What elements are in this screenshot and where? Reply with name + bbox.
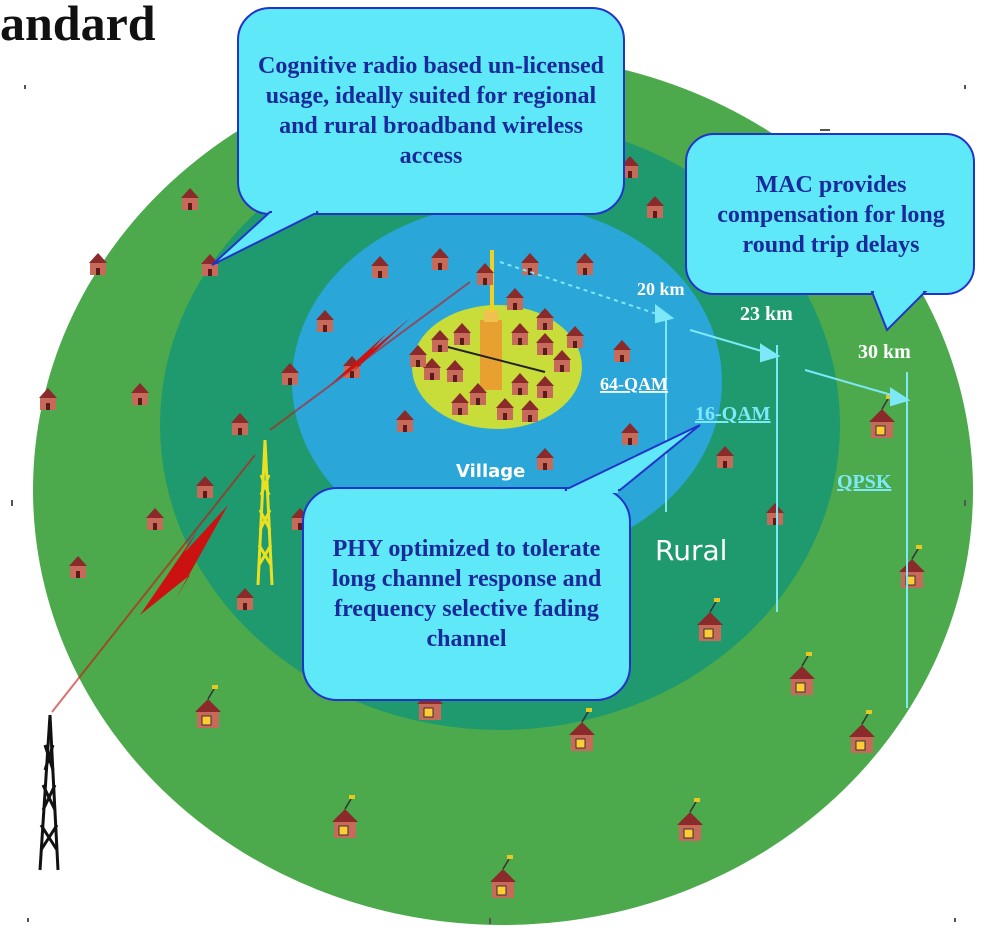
modulation-labels: 64-QAM 16-QAM QPSK	[600, 374, 892, 493]
callout-phy: PHY optimized to tolerate long channel r…	[331, 536, 602, 652]
modulation-qpsk: QPSK	[837, 471, 892, 493]
rural-label: Rural	[655, 534, 727, 567]
callout-mac-shape	[685, 133, 975, 332]
callout-mac: MAC provides compensation for long round…	[717, 172, 945, 258]
distance-labels: 20 km 23 km 30 km	[637, 279, 911, 363]
distance-30km: 30 km	[858, 341, 911, 363]
page-title: andard	[0, 0, 156, 51]
callout-cognitive: Cognitive radio based un-licensed usage,…	[257, 53, 605, 169]
callout-phy-shape	[302, 424, 701, 701]
distance-23km: 23 km	[740, 303, 793, 325]
modulation-64qam: 64-QAM	[600, 374, 668, 394]
modulation-16qam: 16-QAM	[695, 403, 771, 425]
edge-marks	[11, 85, 966, 924]
village-label: Village	[456, 461, 525, 482]
relay-tower	[256, 439, 274, 586]
callout-cognitive-shape	[211, 7, 625, 266]
signal-bolts	[51, 281, 471, 713]
distance-20km: 20 km	[637, 279, 685, 299]
distance-arrows	[499, 261, 911, 708]
black-tower	[38, 714, 60, 871]
